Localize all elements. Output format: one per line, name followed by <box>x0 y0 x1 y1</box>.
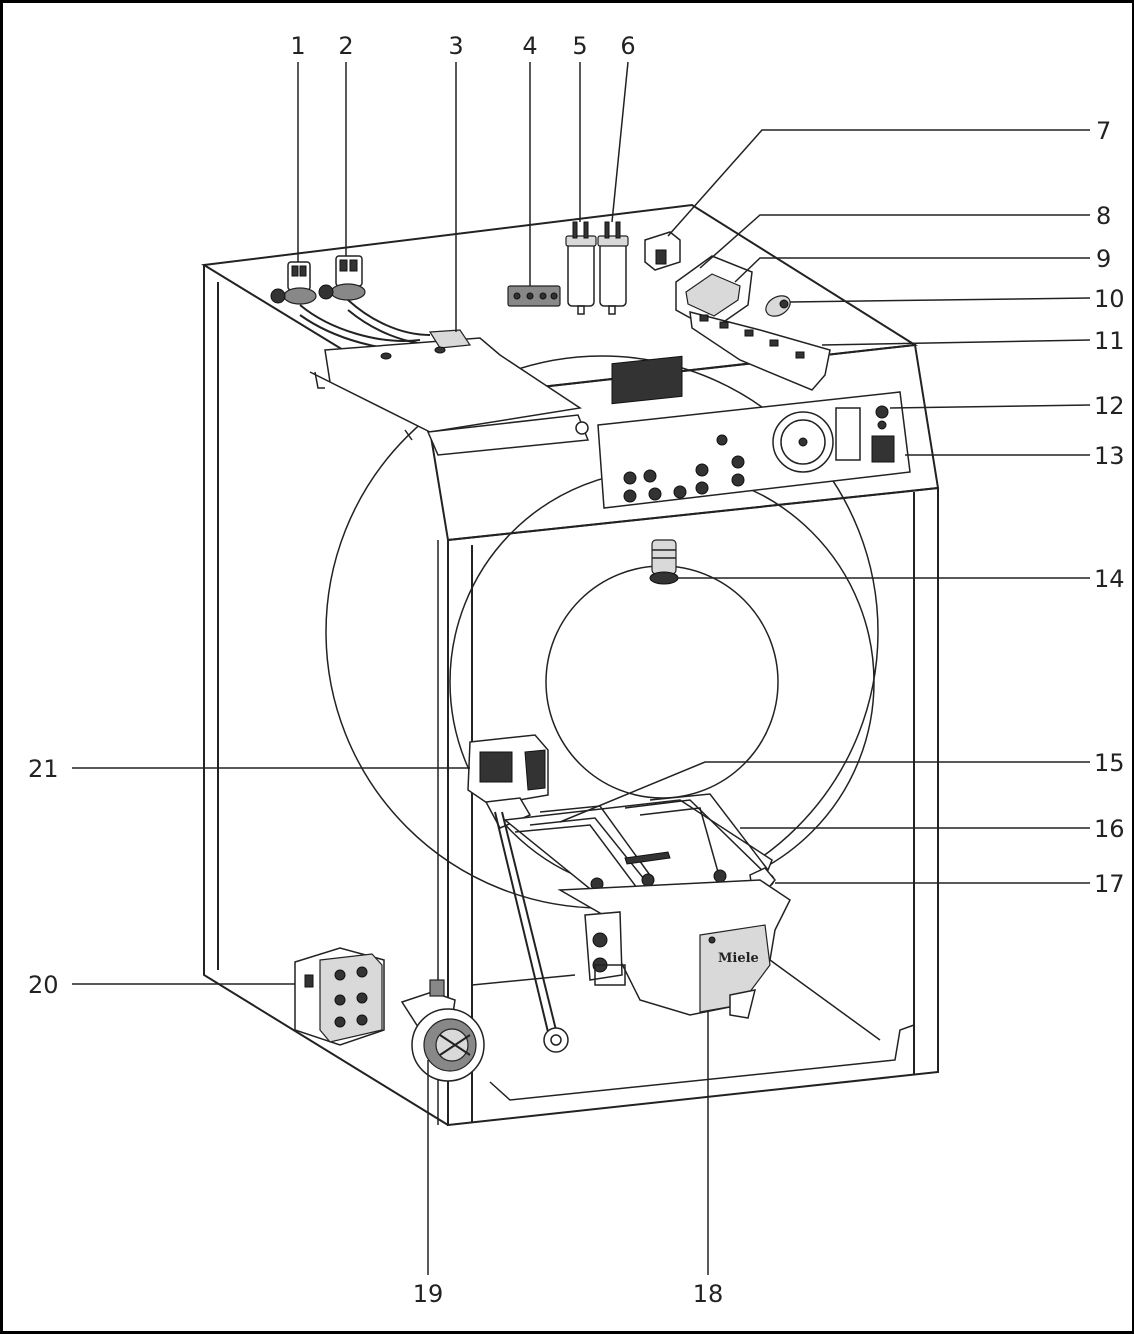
callout-12: 12 <box>1094 392 1125 420</box>
callout-14: 14 <box>1094 565 1125 593</box>
callout-16: 16 <box>1094 815 1125 843</box>
callout-5: 5 <box>572 32 587 60</box>
capacitor-6 <box>597 221 629 315</box>
callout-18: 18 <box>693 1280 724 1308</box>
callout-20: 20 <box>28 971 59 999</box>
callout-6: 6 <box>620 32 635 60</box>
inlet-valve-1 <box>270 261 317 305</box>
drain-pump <box>400 979 485 1082</box>
callout-17: 17 <box>1094 870 1125 898</box>
callout-7: 7 <box>1096 117 1111 145</box>
interference-filter <box>644 231 681 271</box>
electronic-modules <box>675 255 831 391</box>
callout-19: 19 <box>413 1280 444 1308</box>
callout-11: 11 <box>1094 327 1125 355</box>
callout-13: 13 <box>1094 442 1125 470</box>
callout-15: 15 <box>1094 749 1125 777</box>
callout-4: 4 <box>522 32 537 60</box>
pressure-fitting <box>649 539 679 585</box>
terminal-block <box>507 285 561 307</box>
heater-housing: Miele <box>557 879 791 1019</box>
contactor-20 <box>294 947 385 1046</box>
control-panel <box>597 355 911 509</box>
detergent-dispenser <box>309 329 590 456</box>
callout-8: 8 <box>1096 202 1111 230</box>
callout-1: 1 <box>290 32 305 60</box>
capacitor-5 <box>565 221 597 315</box>
leader-lines <box>72 61 1091 1275</box>
callout-2: 2 <box>338 32 353 60</box>
callout-21: 21 <box>28 755 59 783</box>
heater-brand-logo: Miele <box>718 951 759 966</box>
callout-10: 10 <box>1094 285 1125 313</box>
callout-labels: 1 2 3 4 5 6 7 8 9 10 11 12 13 14 15 16 1… <box>28 32 1125 1308</box>
callout-9: 9 <box>1096 245 1111 273</box>
door-lock <box>467 734 569 1053</box>
callout-3: 3 <box>448 32 463 60</box>
sensor-10 <box>765 295 791 317</box>
inlet-valve-2 <box>318 255 366 301</box>
